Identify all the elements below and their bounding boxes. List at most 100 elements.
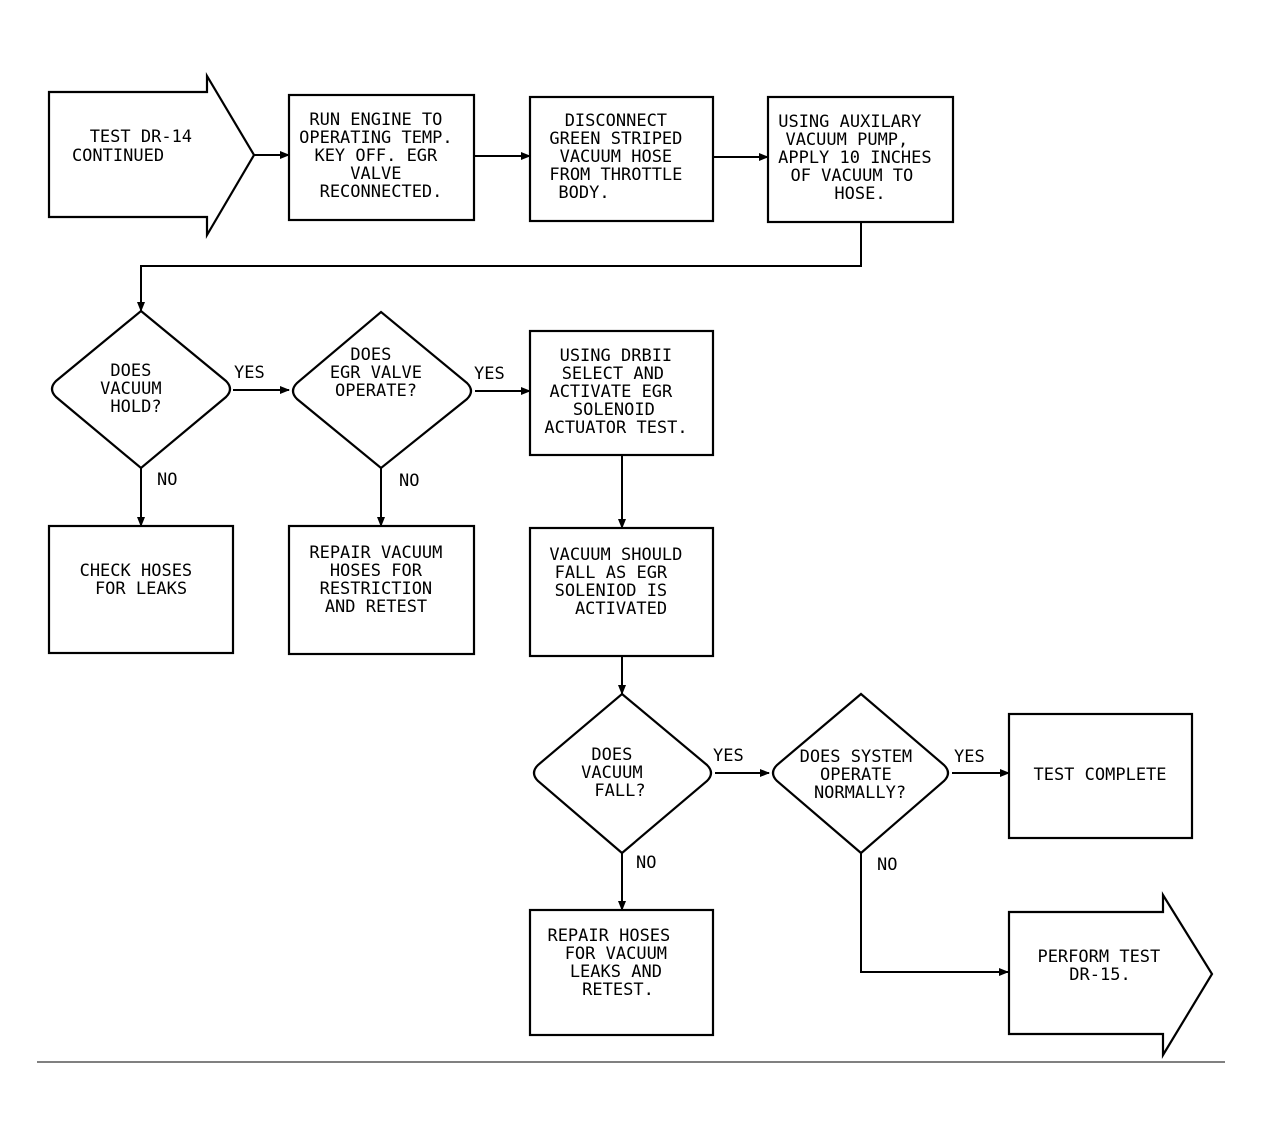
system-normal-line-2: OPERATE — [820, 765, 892, 785]
repair-restriction-line-4: AND RETEST — [325, 597, 427, 617]
egr-operate-diamond — [291, 310, 473, 470]
start-line-1: TEST DR-14 — [90, 127, 192, 147]
node-test-complete: TEST COMPLETE — [1007, 712, 1194, 840]
vacuum-hold-line-1: DOES — [110, 361, 151, 381]
system-normal-diamond — [771, 692, 950, 855]
label-yes-system-normal: YES — [954, 747, 985, 767]
arrow-aux-pump-to-vacuum-hold — [137, 222, 862, 312]
vacuum-hold-line-2: VACUUM — [100, 379, 161, 399]
connectors — [137, 151, 1010, 976]
system-normal-line-3: NORMALLY? — [814, 783, 906, 803]
run-engine-line-2: OPERATING TEMP. — [299, 128, 453, 148]
node-check-hoses: CHECK HOSES FOR LEAKS — [47, 524, 235, 655]
start-arrow-shape — [47, 71, 256, 240]
repair-restriction-box — [287, 524, 476, 656]
node-aux-pump: USING AUXILARY VACUUM PUMP, APPLY 10 INC… — [766, 95, 955, 224]
repair-leaks-line-1: REPAIR HOSES — [547, 926, 670, 946]
check-hoses-text: CHECK HOSES FOR LEAKS — [80, 561, 203, 599]
repair-restriction-text: REPAIR VACUUM HOSES FOR RESTRICTION AND … — [309, 543, 452, 617]
node-repair-leaks: REPAIR HOSES FOR VACUUM LEAKS AND RETEST… — [528, 908, 715, 1037]
vacuum-hold-line-3: HOLD? — [110, 397, 161, 417]
vacuum-fall-line-3: FALL? — [594, 781, 645, 801]
node-drbii: USING DRBII SELECT AND ACTIVATE EGR SOLE… — [528, 329, 715, 457]
check-hoses-line-2: FOR LEAKS — [95, 579, 187, 599]
test-complete-box — [1007, 712, 1194, 840]
repair-leaks-line-4: RETEST. — [582, 980, 654, 1000]
repair-leaks-line-2: FOR VACUUM — [565, 944, 667, 964]
disconnect-box — [528, 95, 715, 223]
vacuum-should-fall-line-2: FALL AS EGR — [555, 563, 668, 583]
node-run-engine: RUN ENGINE TO OPERATING TEMP. KEY OFF. E… — [287, 93, 476, 222]
label-yes-egr-operate: YES — [474, 364, 505, 384]
run-engine-box — [287, 93, 476, 222]
drbii-line-1: USING DRBII — [560, 346, 673, 366]
repair-leaks-text: REPAIR HOSES FOR VACUUM LEAKS AND RETEST… — [547, 926, 680, 1000]
label-no-vacuum-fall: NO — [636, 853, 656, 873]
drbii-text: USING DRBII SELECT AND ACTIVATE EGR SOLE… — [544, 346, 687, 438]
label-no-egr-operate: NO — [399, 471, 419, 491]
node-vacuum-fall: DOES VACUUM FALL? — [532, 692, 713, 855]
run-engine-text: RUN ENGINE TO OPERATING TEMP. KEY OFF. E… — [299, 110, 463, 202]
egr-operate-line-3: OPERATE? — [335, 381, 417, 401]
perform-test-line-1: PERFORM TEST — [1037, 947, 1160, 967]
node-start: TEST DR-14 CONTINUED — [47, 71, 256, 240]
vacuum-should-fall-line-3: SOLENIOD IS — [555, 581, 668, 601]
aux-pump-line-4: OF VACUUM TO — [790, 166, 913, 186]
vacuum-hold-text: DOES VACUUM HOLD? — [100, 361, 172, 417]
disconnect-line-4: FROM THROTTLE — [549, 165, 682, 185]
node-vacuum-hold: DOES VACUUM HOLD? — [50, 309, 232, 470]
repair-restriction-line-2: HOSES FOR — [330, 561, 423, 581]
perform-test-arrow-shape — [1007, 891, 1214, 1059]
label-no-system-normal: NO — [877, 855, 897, 875]
node-system-normal: DOES SYSTEM OPERATE NORMALLY? — [771, 692, 950, 855]
node-perform-test: PERFORM TEST DR-15. — [1007, 891, 1214, 1059]
drbii-line-4: SOLENOID — [573, 400, 655, 420]
aux-pump-line-1: USING AUXILARY — [778, 112, 921, 132]
repair-restriction-line-1: REPAIR VACUUM — [309, 543, 442, 563]
run-engine-line-1: RUN ENGINE TO — [309, 110, 442, 130]
drbii-line-5: ACTUATOR TEST. — [544, 418, 687, 438]
disconnect-line-2: GREEN STRIPED — [549, 129, 682, 149]
drbii-line-3: ACTIVATE EGR — [549, 382, 673, 402]
node-repair-restriction: REPAIR VACUUM HOSES FOR RESTRICTION AND … — [287, 524, 476, 656]
vacuum-should-fall-box — [528, 526, 715, 658]
vacuum-fall-diamond — [532, 692, 713, 855]
aux-pump-line-3: APPLY 10 INCHES — [778, 148, 932, 168]
label-yes-vacuum-fall: YES — [713, 746, 744, 766]
perform-test-text: PERFORM TEST DR-15. — [1037, 947, 1170, 985]
repair-leaks-box — [528, 908, 715, 1037]
label-no-vacuum-hold: NO — [157, 470, 177, 490]
drbii-box — [528, 329, 715, 457]
disconnect-line-1: DISCONNECT — [565, 111, 667, 131]
egr-operate-line-2: EGR VALVE — [330, 363, 422, 383]
aux-pump-line-2: VACUUM PUMP, — [785, 130, 908, 150]
check-hoses-line-1: CHECK HOSES — [80, 561, 193, 581]
node-egr-operate: DOES EGR VALVE OPERATE? — [291, 310, 473, 470]
aux-pump-box — [766, 95, 955, 224]
drbii-line-2: SELECT AND — [562, 364, 664, 384]
egr-operate-line-1: DOES — [350, 345, 391, 365]
check-hoses-box — [47, 524, 235, 655]
vacuum-fall-line-1: DOES — [591, 745, 632, 765]
aux-pump-line-5: HOSE. — [834, 184, 885, 204]
system-normal-line-1: DOES SYSTEM — [800, 747, 913, 767]
vacuum-fall-line-2: VACUUM — [581, 763, 642, 783]
run-engine-line-4: VALVE — [350, 164, 401, 184]
repair-leaks-line-3: LEAKS AND — [570, 962, 662, 982]
perform-test-line-2: DR-15. — [1069, 965, 1130, 985]
vacuum-hold-diamond — [50, 309, 232, 470]
arrow-system-normal-no — [860, 853, 1009, 976]
disconnect-text: DISCONNECT GREEN STRIPED VACUUM HOSE FRO… — [549, 111, 692, 203]
node-vacuum-should-fall: VACUUM SHOULD FALL AS EGR SOLENIOD IS AC… — [528, 526, 715, 658]
run-engine-line-3: KEY OFF. EGR — [314, 146, 438, 166]
system-normal-text: DOES SYSTEM OPERATE NORMALLY? — [800, 747, 923, 803]
disconnect-line-5: BODY. — [558, 183, 609, 203]
test-complete-text: TEST COMPLETE — [1033, 765, 1166, 785]
edge-labels: YES YES NO NO YES YES NO NO — [157, 363, 985, 875]
start-text: TEST DR-14 CONTINUED — [72, 127, 202, 166]
start-line-2: CONTINUED — [72, 146, 164, 166]
vacuum-should-fall-text: VACUUM SHOULD FALL AS EGR SOLENIOD IS AC… — [549, 545, 692, 619]
repair-restriction-line-3: RESTRICTION — [320, 579, 433, 599]
vacuum-should-fall-line-1: VACUUM SHOULD — [549, 545, 682, 565]
